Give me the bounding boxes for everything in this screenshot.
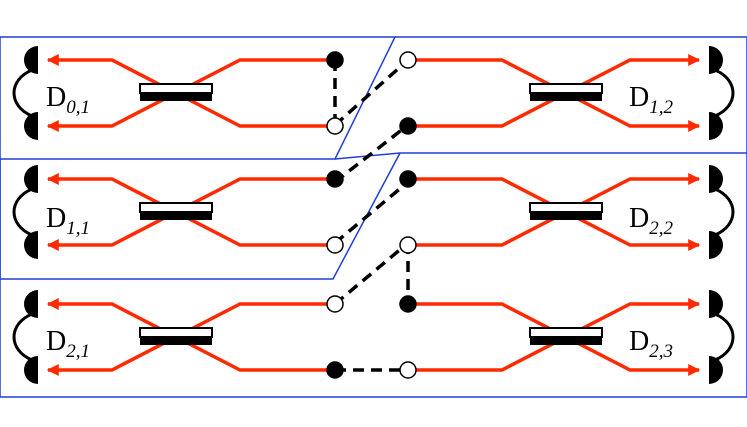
beam-splitter-top	[139, 327, 213, 338]
interferometer-unit	[408, 165, 735, 259]
detector-label-d12: D1,2	[629, 82, 673, 118]
beam-splitter-bottom	[530, 337, 602, 345]
beam-splitter-bottom	[140, 337, 212, 345]
beam-splitter-top	[139, 83, 213, 94]
beam-splitter-top	[529, 83, 603, 94]
hollow-node	[326, 295, 344, 313]
coincidence-arc	[714, 68, 735, 118]
dashed-links	[333, 58, 410, 372]
dashed-link-cross-c	[333, 241, 410, 306]
interferometer-units	[12, 46, 735, 384]
detector-icon	[709, 231, 723, 259]
detector-icon	[24, 165, 38, 193]
detector-icon	[709, 290, 723, 318]
beam-splitter-bottom	[530, 212, 602, 220]
detector-icon	[24, 231, 38, 259]
interferometer-unit	[408, 290, 735, 384]
hollow-node	[399, 51, 417, 69]
frame-outer	[0, 37, 747, 398]
interferometer-unit	[12, 165, 335, 259]
detector-icon	[709, 112, 723, 140]
beam-splitter-bottom	[140, 212, 212, 220]
coincidence-arc	[12, 312, 33, 362]
beam-splitter-top	[529, 327, 603, 338]
filled-node	[326, 51, 344, 69]
beam-splitter-top	[529, 202, 603, 213]
hollow-node	[399, 236, 417, 254]
hollow-node	[326, 236, 344, 254]
dashed-link-cross-b	[333, 180, 410, 245]
filled-node	[399, 170, 417, 188]
detector-label-d22: D2,2	[629, 203, 673, 239]
dashed-link-d01-to-d11	[333, 58, 410, 127]
hollow-node	[399, 361, 417, 379]
filled-node	[399, 295, 417, 313]
detector-icon	[24, 290, 38, 318]
hollow-node	[326, 117, 344, 135]
beam-splitter-top	[139, 202, 213, 213]
beam-splitter-bottom	[140, 93, 212, 101]
beam-splitter-bottom	[530, 93, 602, 101]
coincidence-arc	[12, 68, 33, 118]
coincidence-arc	[714, 312, 735, 362]
detector-label-d11: D1,1	[46, 203, 90, 239]
detector-icon	[709, 165, 723, 193]
filled-node	[399, 117, 417, 135]
detector-icon	[24, 112, 38, 140]
detector-icon	[24, 46, 38, 74]
coincidence-arc	[12, 187, 33, 237]
detector-label-d23: D2,3	[629, 326, 673, 362]
coincidence-arc	[714, 187, 735, 237]
detector-icon	[24, 356, 38, 384]
detector-labels: D0,1 D1,2 D1,1 D2,2 D2,1 D2,3	[46, 82, 673, 362]
detector-icon	[709, 46, 723, 74]
detector-icon	[709, 356, 723, 384]
filled-node	[326, 361, 344, 379]
filled-node	[326, 170, 344, 188]
interferometer-unit	[408, 46, 735, 140]
interferometer-unit	[12, 290, 335, 384]
interferometer-unit	[12, 46, 335, 140]
detector-label-d01: D0,1	[46, 82, 90, 118]
dashed-link-cross-a	[333, 123, 410, 184]
detector-label-d21: D2,1	[46, 326, 90, 362]
